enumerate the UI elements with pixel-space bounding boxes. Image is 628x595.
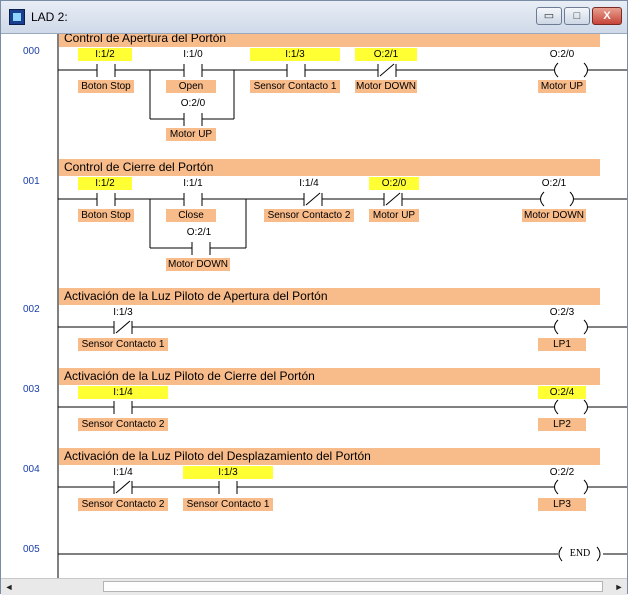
horizontal-scrollbar[interactable]: ◄ ► bbox=[1, 578, 627, 595]
output-address[interactable]: O:2/2 bbox=[549, 467, 575, 478]
rung-number: 004 bbox=[23, 464, 40, 475]
output-address[interactable]: O:2/4 bbox=[538, 386, 586, 399]
instruction-description: Boton Stop bbox=[78, 209, 134, 222]
app-icon bbox=[9, 9, 25, 25]
rung-title[interactable]: Control de Apertura del Portón bbox=[59, 34, 600, 47]
rung-000-wires bbox=[58, 62, 627, 126]
instruction-address[interactable]: I:1/4 bbox=[78, 386, 168, 399]
ladder-wires bbox=[57, 34, 627, 578]
output-description: LP1 bbox=[538, 338, 586, 351]
instruction-description: Open bbox=[166, 80, 216, 93]
instruction-address[interactable]: O:2/0 bbox=[180, 98, 206, 109]
instruction-address[interactable]: O:2/1 bbox=[355, 48, 417, 61]
output-address[interactable]: O:2/3 bbox=[549, 307, 575, 318]
rung-005-wires bbox=[58, 546, 627, 562]
rung-title[interactable]: Activación de la Luz Piloto de Apertura … bbox=[59, 288, 600, 305]
end-instruction: END bbox=[569, 548, 591, 559]
instruction-address[interactable]: I:1/3 bbox=[250, 48, 340, 61]
instruction-description: Close bbox=[166, 209, 216, 222]
instruction-description: Motor DOWN bbox=[166, 258, 230, 271]
rung-004-wires bbox=[58, 479, 627, 495]
instruction-description: Sensor Contacto 2 bbox=[264, 209, 354, 222]
instruction-description: Sensor Contacto 2 bbox=[78, 498, 168, 511]
output-description: Motor DOWN bbox=[522, 209, 586, 222]
rung-number: 000 bbox=[23, 46, 40, 57]
maximize-button[interactable]: □ bbox=[564, 7, 590, 25]
scroll-thumb[interactable] bbox=[103, 581, 603, 592]
instruction-address[interactable]: I:1/4 bbox=[299, 178, 319, 189]
rung-title[interactable]: Control de Cierre del Portón bbox=[59, 159, 600, 176]
output-description: Motor UP bbox=[538, 80, 586, 93]
instruction-address[interactable]: I:1/1 bbox=[183, 178, 203, 189]
rung-001-wires bbox=[58, 191, 627, 255]
instruction-description: Sensor Contacto 1 bbox=[78, 338, 168, 351]
instruction-description: Boton Stop bbox=[78, 80, 134, 93]
rung-number: 002 bbox=[23, 304, 40, 315]
instruction-address[interactable]: I:1/0 bbox=[183, 49, 203, 60]
rung-number: 001 bbox=[23, 176, 40, 187]
instruction-address[interactable]: I:1/4 bbox=[113, 467, 133, 478]
rung-002-wires bbox=[58, 319, 627, 335]
output-description: LP3 bbox=[538, 498, 586, 511]
rung-number: 003 bbox=[23, 384, 40, 395]
instruction-address[interactable]: O:2/0 bbox=[369, 177, 419, 190]
instruction-description: Sensor Contacto 1 bbox=[250, 80, 340, 93]
rung-title[interactable]: Activación de la Luz Piloto de Cierre de… bbox=[59, 368, 600, 385]
instruction-address[interactable]: I:1/2 bbox=[78, 177, 132, 190]
instruction-address[interactable]: I:1/2 bbox=[78, 48, 132, 61]
instruction-address[interactable]: I:1/3 bbox=[113, 307, 133, 318]
instruction-address[interactable]: O:2/1 bbox=[186, 227, 212, 238]
minimize-button[interactable]: ▭ bbox=[536, 7, 562, 25]
instruction-address[interactable]: I:1/3 bbox=[183, 466, 273, 479]
rung-003-wires bbox=[58, 399, 627, 415]
output-description: LP2 bbox=[538, 418, 586, 431]
rung-title[interactable]: Activación de la Luz Piloto del Desplaza… bbox=[59, 448, 600, 465]
output-address[interactable]: O:2/1 bbox=[541, 178, 567, 189]
ladder-editor[interactable]: 000 001 002 003 004 005 Control de Apert… bbox=[1, 34, 627, 578]
instruction-description: Sensor Contacto 2 bbox=[78, 418, 168, 431]
window-title: LAD 2: bbox=[31, 10, 68, 24]
instruction-description: Motor UP bbox=[166, 128, 216, 141]
instruction-description: Sensor Contacto 1 bbox=[183, 498, 273, 511]
output-address[interactable]: O:2/0 bbox=[549, 49, 575, 60]
title-bar[interactable]: LAD 2: ▭ □ X bbox=[1, 1, 627, 34]
instruction-description: Motor UP bbox=[369, 209, 419, 222]
rung-number: 005 bbox=[23, 544, 40, 555]
instruction-description: Motor DOWN bbox=[355, 80, 417, 93]
close-button[interactable]: X bbox=[592, 7, 622, 25]
scroll-right-icon[interactable]: ► bbox=[614, 582, 624, 592]
scroll-left-icon[interactable]: ◄ bbox=[4, 582, 14, 592]
